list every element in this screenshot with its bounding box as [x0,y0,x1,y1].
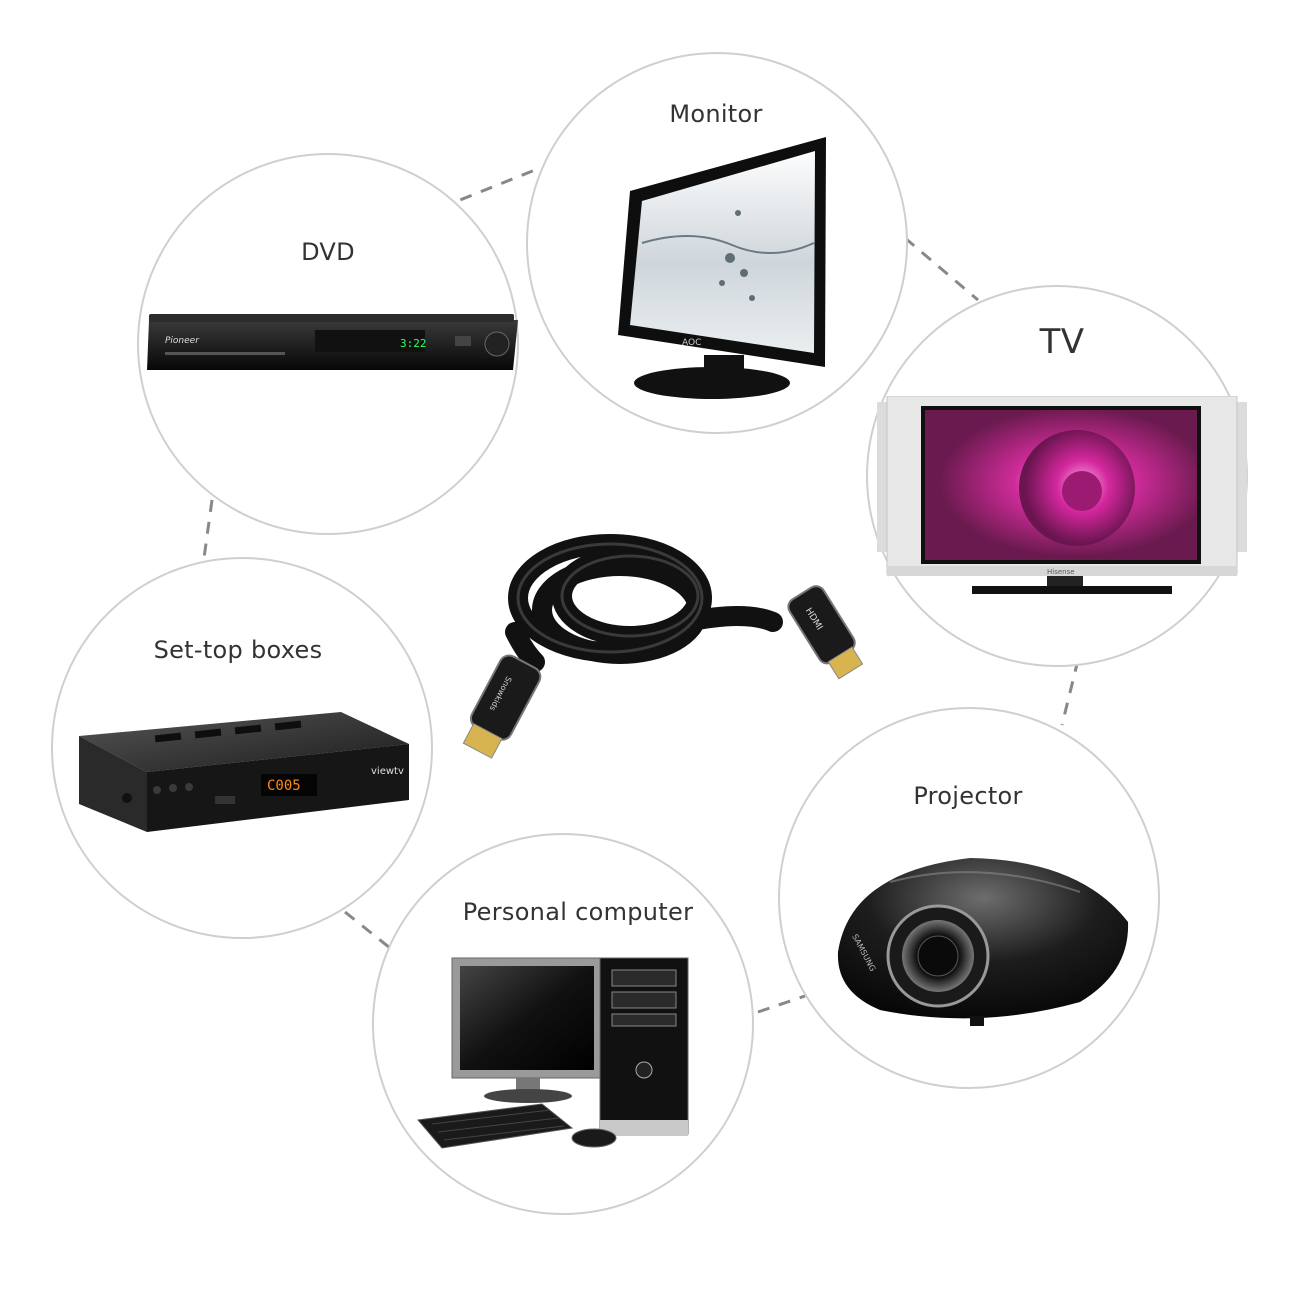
monitor-label: Monitor [669,100,763,128]
settop-display: C005 [267,778,301,794]
tv-label: TV [1039,322,1085,362]
pc-label: Personal computer [462,898,694,926]
connector-settop-pc [344,910,391,950]
settop-brand: viewtv [371,766,404,777]
personal-computer-icon [417,957,689,1149]
connector-monitor-tv [904,236,979,302]
settop-box-icon: C005 viewtv [79,712,409,832]
tv-brand: Hisense [1047,568,1075,576]
monitor-icon: AOC [618,137,826,399]
connector-tv-projector [1060,659,1080,726]
hdmi-cable-icon: Snowkids HDMI [462,534,864,759]
projector-icon: SAMSUNG [837,858,1129,1026]
connector-dvd-monitor [439,166,541,210]
dvd-label: DVD [301,238,355,266]
dvd-brand: Pioneer [165,336,200,346]
connector-pc-projector [757,994,806,1014]
tv-icon: Hisense [877,396,1247,594]
monitor-brand: AOC [682,338,701,348]
connector-dvd-settop [202,499,214,559]
projector-label: Projector [913,782,1023,810]
settop-label: Set-top boxes [153,636,323,664]
svg-text:3:22: 3:22 [400,337,427,350]
dvd-player-icon: 3:22 Pioneer [147,314,518,370]
